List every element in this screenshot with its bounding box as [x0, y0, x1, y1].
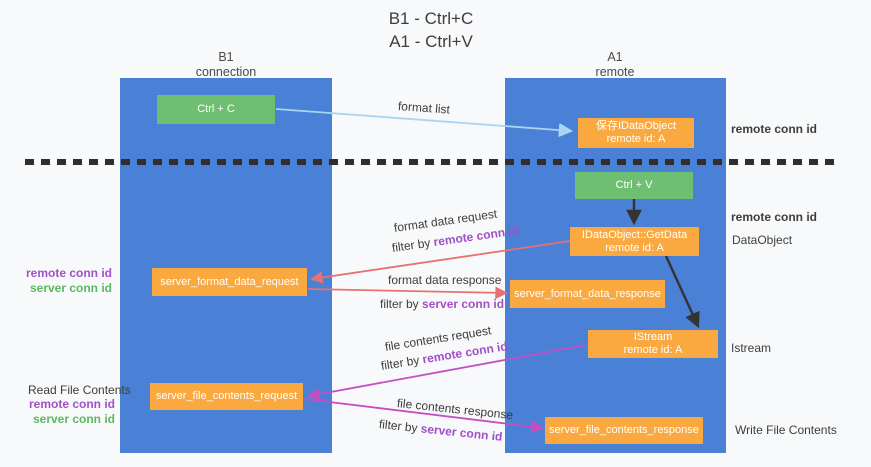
node-format-request-label: server_format_data_request — [160, 275, 299, 288]
label-dataobject: DataObject — [732, 233, 793, 247]
label-fdresp-filter-key: server conn id — [422, 297, 505, 311]
node-server-format-data-request: server_format_data_request — [152, 268, 307, 296]
node-server-file-contents-response: server_file_contents_response — [545, 417, 703, 444]
node-ctrl-v-label: Ctrl + V — [615, 179, 653, 191]
node-getdata-line1: IDataObject::GetData — [581, 228, 688, 241]
lifeline-b1-subtitle: connection — [195, 65, 257, 79]
label-conn-ids-left-group2: remote conn id server conn id — [10, 397, 115, 427]
node-save-idataobject: 保存IDataObject remote id: A — [578, 118, 694, 148]
arrow-format-data-request — [310, 240, 571, 284]
node-file-request-label: server_file_contents_request — [155, 390, 298, 402]
label-read-file-contents: Read File Contents — [28, 383, 131, 397]
node-format-response-label: server_format_data_response — [514, 287, 661, 300]
node-file-response-label: server_file_contents_response — [549, 424, 699, 436]
label-conn-ids-left-group1: remote conn id server conn id — [7, 266, 112, 296]
arrow-file-contents-request — [307, 344, 587, 401]
node-save-idataobject-line1: 保存IDataObject — [595, 120, 677, 132]
lifeline-header-a1: A1 remote — [515, 50, 715, 80]
node-ctrl-c: Ctrl + C — [157, 95, 275, 124]
node-server-file-contents-request: server_file_contents_request — [150, 383, 303, 410]
node-istream-line1: IStream — [633, 331, 673, 343]
label-istream: Istream — [731, 341, 772, 355]
node-ctrl-c-label: Ctrl + C — [197, 103, 235, 115]
arrow-file-contents-response — [304, 398, 544, 433]
arrow-format-list — [275, 108, 574, 138]
label-format-data-response: format data response — [388, 273, 502, 287]
node-istream: IStream remote id: A — [588, 330, 718, 358]
diagram-title: B1 - Ctrl+C A1 - Ctrl+V — [331, 8, 531, 54]
label-server-conn-id-left1: server conn id — [29, 281, 112, 295]
lifeline-a1-title: A1 — [607, 50, 623, 64]
node-server-format-data-response: server_format_data_response — [510, 280, 665, 308]
node-istream-line2: remote id: A — [623, 344, 683, 356]
label-server-conn-id-left2: server conn id — [32, 412, 115, 426]
label-remote-conn-id-mid-right: remote conn id — [731, 210, 818, 224]
node-save-idataobject-line2: remote id: A — [606, 133, 666, 145]
node-idataobject-getdata: IDataObject::GetData remote id: A — [570, 227, 699, 256]
label-remote-conn-id-left2: remote conn id — [28, 397, 115, 411]
diagram-title-line2: A1 - Ctrl+V — [389, 31, 473, 51]
diagram-title-line1: B1 - Ctrl+C — [388, 9, 474, 28]
node-ctrl-v: Ctrl + V — [575, 172, 693, 199]
arrow-format-data-response — [307, 286, 508, 300]
label-remote-conn-id-left1: remote conn id — [25, 266, 112, 280]
label-fdresp-filter-prefix: filter by — [380, 297, 423, 311]
arrow-getdata-to-istream — [664, 255, 700, 329]
label-format-data-response-filter: filter by server conn id — [380, 297, 504, 311]
lifeline-b1-title: B1 — [218, 50, 234, 64]
lifeline-a1-subtitle: remote — [595, 65, 635, 79]
node-getdata-line2: remote id: A — [605, 241, 664, 254]
lifeline-header-b1: B1 connection — [126, 50, 326, 80]
label-write-file-contents: Write File Contents — [735, 423, 837, 437]
label-remote-conn-id-top-right: remote conn id — [731, 122, 818, 136]
